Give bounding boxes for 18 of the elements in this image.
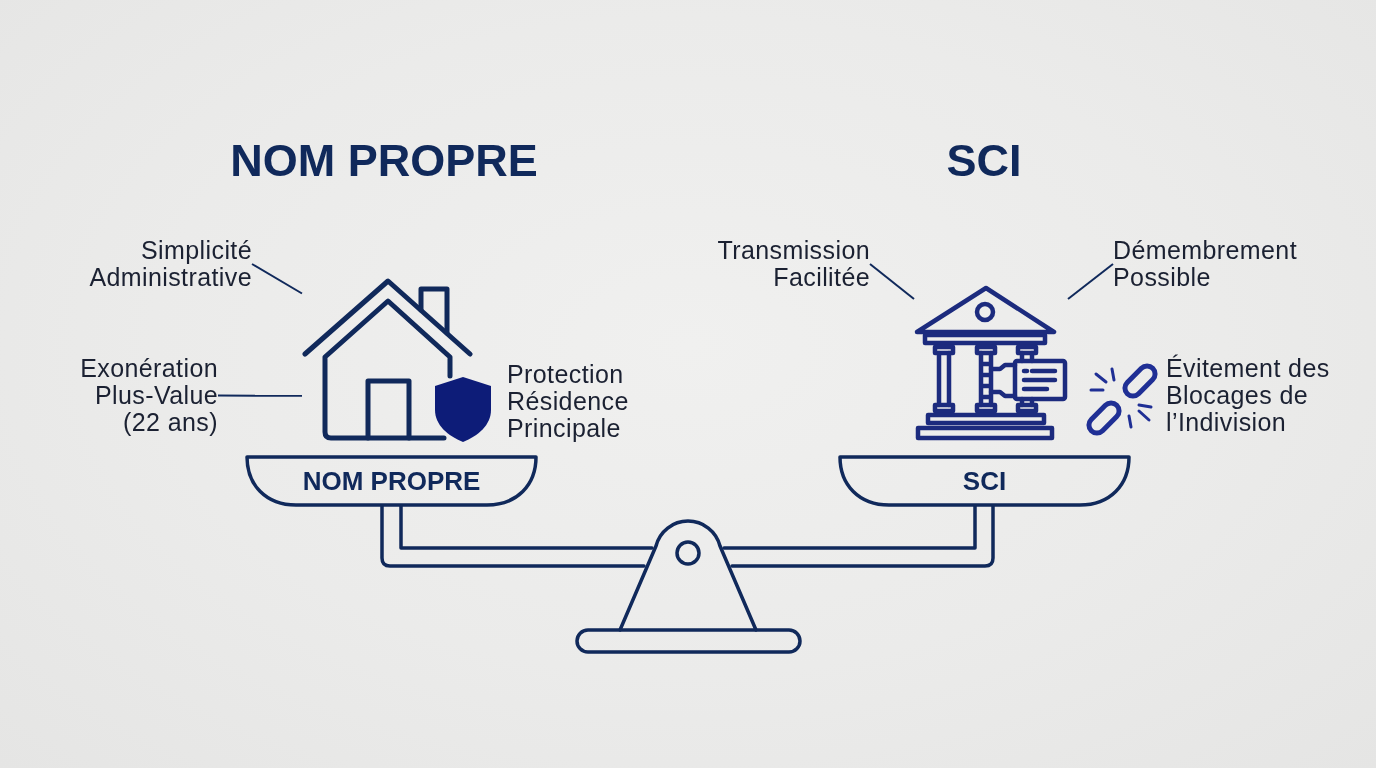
leader-line bbox=[251, 263, 303, 295]
callout-text: Simplicité Administrative bbox=[80, 237, 252, 291]
scale-pan bbox=[838, 455, 1131, 507]
leader-line bbox=[217, 394, 303, 397]
columned-building-icon bbox=[914, 285, 1068, 441]
leader-line bbox=[869, 263, 915, 300]
pan-label: SCI bbox=[962, 466, 1007, 496]
house-icon bbox=[302, 277, 474, 442]
callout-text: Transmission Facilitée bbox=[706, 237, 870, 291]
column-heading: SCI bbox=[946, 138, 1022, 183]
scale-pan bbox=[245, 455, 538, 507]
leader-line bbox=[1067, 263, 1114, 300]
callout-text: Démembrement Possible bbox=[1113, 237, 1307, 291]
callout-text: Évitement des Blocages de l’Indivision bbox=[1166, 355, 1331, 436]
callout-text: Exonération Plus-Value (22 ans) bbox=[70, 355, 218, 436]
column-heading: NOM PROPRE bbox=[230, 138, 538, 183]
callout-text: Protection Résidence Principale bbox=[507, 361, 630, 442]
pan-label: NOM PROPRE bbox=[302, 466, 481, 496]
